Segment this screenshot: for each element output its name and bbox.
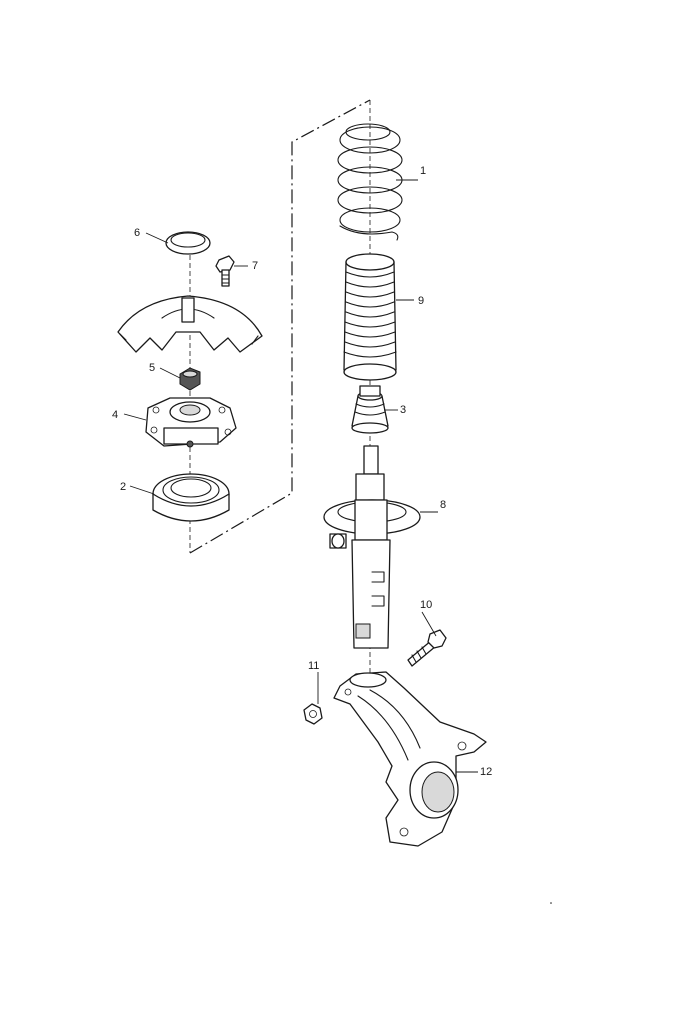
piston-rod-nut xyxy=(179,367,201,391)
callout-7: 7 xyxy=(252,260,258,272)
stray-dot xyxy=(550,902,552,904)
protective-boot xyxy=(343,253,397,381)
strut-mount xyxy=(145,397,237,448)
callout-6: 6 xyxy=(134,227,140,239)
shock-absorber xyxy=(323,445,421,649)
callout-2: 2 xyxy=(120,481,126,493)
callout-11: 11 xyxy=(308,660,319,672)
bump-stop xyxy=(351,385,389,434)
steering-knuckle xyxy=(333,671,487,847)
coil-spring xyxy=(337,123,403,241)
shield-plate xyxy=(117,295,263,353)
callout-3: 3 xyxy=(400,404,406,416)
callout-4: 4 xyxy=(112,409,118,421)
strut-bearing xyxy=(152,473,230,522)
callout-labels: 1 2 3 4 5 6 7 8 9 10 11 12 xyxy=(112,165,492,778)
lock-nut xyxy=(303,703,323,725)
bolt-7 xyxy=(215,255,235,287)
callout-9: 9 xyxy=(418,295,424,307)
clamp-bolt xyxy=(407,629,447,667)
protective-cap xyxy=(165,231,211,255)
callout-1: 1 xyxy=(420,165,426,177)
assembly-phantom-line xyxy=(189,99,371,554)
callout-5: 5 xyxy=(149,362,155,374)
callout-8: 8 xyxy=(440,499,446,511)
callout-12: 12 xyxy=(480,766,492,778)
leader-lines xyxy=(123,179,478,773)
callout-10: 10 xyxy=(420,599,432,611)
